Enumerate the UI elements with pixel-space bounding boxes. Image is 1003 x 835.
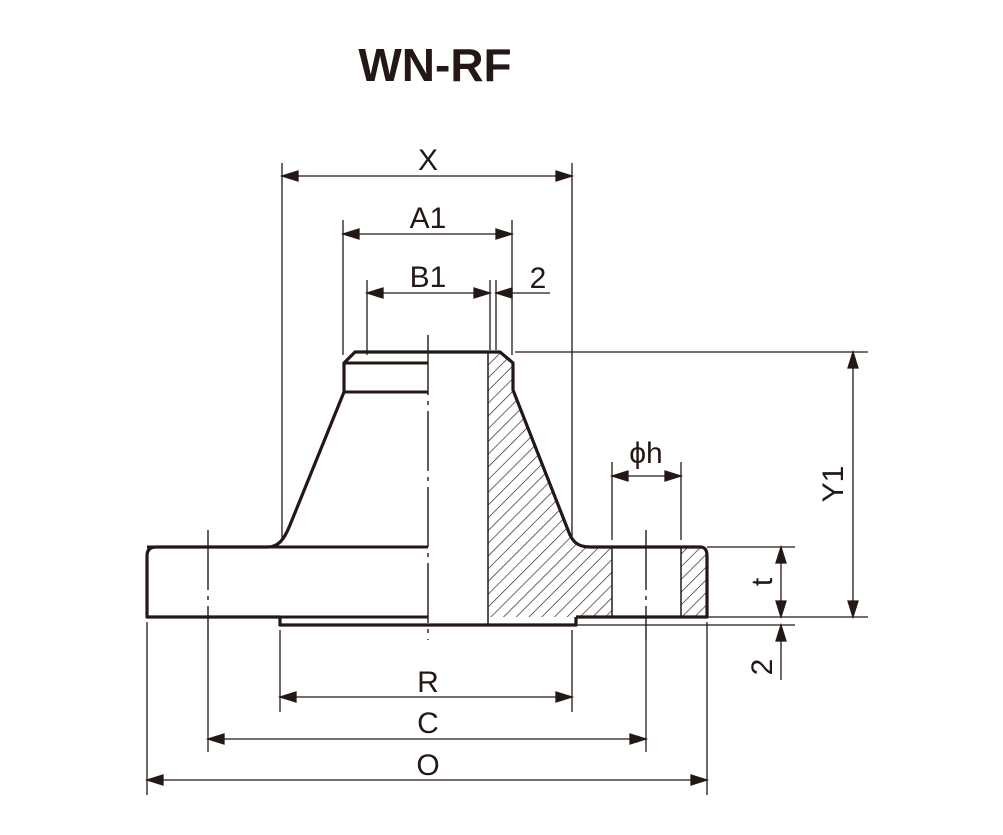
inner-lines xyxy=(147,352,707,625)
dim-label-t: t xyxy=(746,577,779,586)
dimension-lines xyxy=(144,170,859,786)
dim-label-top-chamfer: 2 xyxy=(530,262,547,295)
diagram-title: WN-RF xyxy=(358,39,512,91)
dim-label-hole-diameter: ϕh xyxy=(629,437,663,470)
hatched-section-rim xyxy=(681,547,707,617)
extension-lines xyxy=(146,163,868,795)
dim-label-c: C xyxy=(417,707,439,740)
dim-label-b1: B1 xyxy=(410,261,447,294)
dim-label-o: O xyxy=(416,749,439,782)
dim-label-raised-face: 2 xyxy=(746,659,779,676)
center-lines xyxy=(207,335,647,640)
dim-label-y1: Y1 xyxy=(817,466,850,503)
dim-label-r: R xyxy=(417,666,439,699)
dim-label-x: X xyxy=(418,144,438,177)
dim-label-a1: A1 xyxy=(410,202,447,235)
